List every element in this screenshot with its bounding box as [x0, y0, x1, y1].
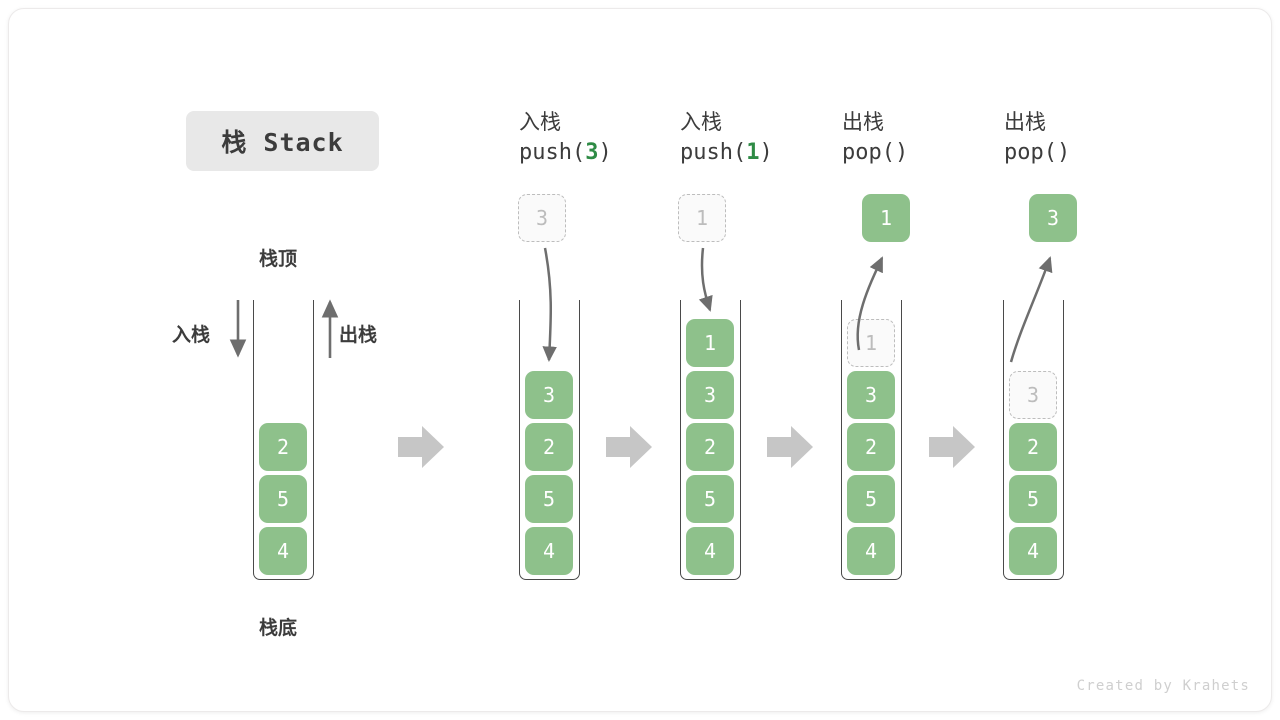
stack-cell-ghost: 1 [847, 319, 895, 367]
diagram-title-badge: 栈 Stack [186, 111, 379, 171]
stage-header-code: pop() [842, 137, 1002, 169]
stack-bottom-label: 栈底 [259, 617, 298, 639]
stack-cell: 5 [525, 475, 573, 523]
credit-label: Created by Krahets [1076, 678, 1250, 694]
floating-element-ghost: 1 [678, 194, 726, 242]
stage-header-pop-1: 出栈 pop() [842, 107, 1002, 169]
floating-element-popped: 1 [862, 194, 910, 242]
stack-cell: 2 [686, 423, 734, 471]
stack-cell: 5 [1009, 475, 1057, 523]
stage-header-cn: 出栈 [1004, 110, 1046, 134]
stage-header-code: push(1) [680, 137, 840, 169]
stack-cell: 4 [259, 527, 307, 575]
stack-cell: 5 [259, 475, 307, 523]
code-prefix: push( [519, 140, 586, 165]
stack-cell: 5 [686, 475, 734, 523]
code-argument: 3 [585, 140, 599, 165]
code-suffix: ) [759, 140, 773, 165]
code-prefix: pop( [1004, 140, 1057, 165]
stage-header-cn: 出栈 [842, 110, 884, 134]
stack-cell: 5 [847, 475, 895, 523]
stack-cell: 2 [1009, 423, 1057, 471]
stack-cell: 2 [525, 423, 573, 471]
stage-header-cn: 入栈 [680, 110, 722, 134]
code-suffix: ) [894, 140, 909, 165]
stack-cell: 4 [686, 527, 734, 575]
stage-header-push-1: 入栈 push(1) [680, 107, 840, 169]
stage-header-code: pop() [1004, 137, 1164, 169]
stack-cell-ghost: 3 [1009, 371, 1057, 419]
pop-direction-label: 出栈 [339, 324, 378, 346]
code-argument: 1 [746, 140, 760, 165]
stack-cell: 2 [847, 423, 895, 471]
stage-header-pop-3: 出栈 pop() [1004, 107, 1164, 169]
stage-header-cn: 入栈 [519, 110, 561, 134]
push-direction-label: 入栈 [172, 324, 211, 346]
stack-cell: 4 [1009, 527, 1057, 575]
stack-cell: 3 [847, 371, 895, 419]
stack-cell: 3 [686, 371, 734, 419]
stage-header-push-3: 入栈 push(3) [519, 107, 679, 169]
stack-cell: 4 [525, 527, 573, 575]
code-suffix: ) [598, 140, 612, 165]
stack-cell: 1 [686, 319, 734, 367]
stack-cell: 2 [259, 423, 307, 471]
stack-container-push-3 [519, 300, 580, 580]
floating-element-ghost: 3 [518, 194, 566, 242]
code-suffix: ) [1056, 140, 1071, 165]
stack-container-pop-3 [1003, 300, 1064, 580]
stack-container-push-1 [680, 300, 741, 580]
stack-cell: 3 [525, 371, 573, 419]
stage-header-code: push(3) [519, 137, 679, 169]
code-prefix: push( [680, 140, 747, 165]
stack-top-label: 栈顶 [259, 248, 298, 270]
stack-cell: 4 [847, 527, 895, 575]
code-prefix: pop( [842, 140, 895, 165]
stack-container-pop-1 [841, 300, 902, 580]
floating-element-popped: 3 [1029, 194, 1077, 242]
stack-container-initial [253, 300, 314, 580]
